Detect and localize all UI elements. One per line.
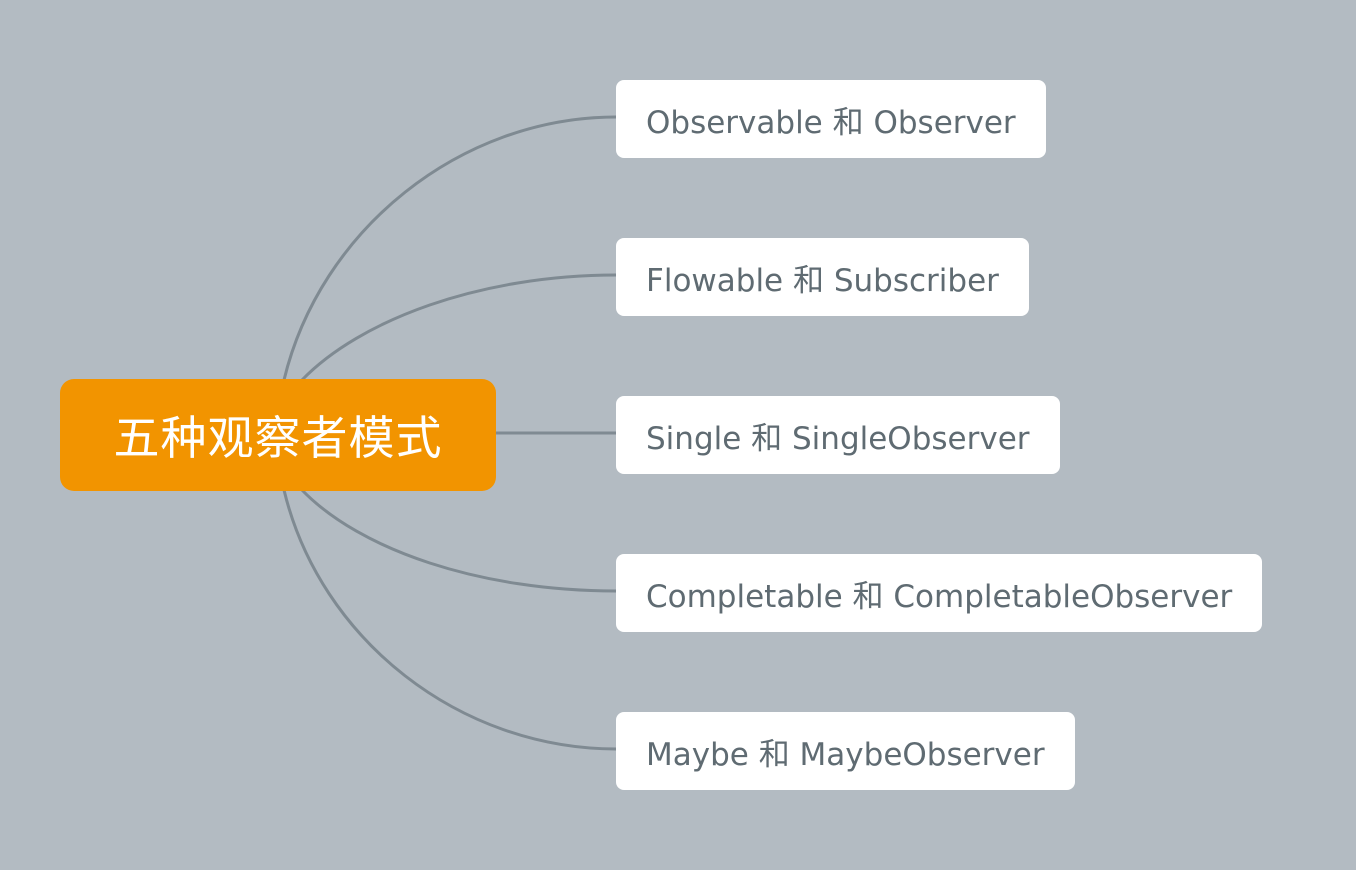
branch-completable[interactable]: Completable 和 CompletableObserver: [616, 554, 1263, 632]
connector-observable: [282, 115, 618, 382]
branch-observable[interactable]: Observable 和 Observer: [616, 80, 1046, 158]
connector-maybe: [282, 488, 618, 751]
branch-maybe[interactable]: Maybe 和 MaybeObserver: [616, 712, 1075, 790]
branch-single[interactable]: Single 和 SingleObserver: [616, 396, 1060, 474]
branch-flowable[interactable]: Flowable 和 Subscriber: [616, 238, 1029, 316]
root-topic[interactable]: 五种观察者模式: [60, 379, 496, 491]
connector-completable: [300, 488, 618, 593]
connector-flowable: [300, 273, 618, 382]
